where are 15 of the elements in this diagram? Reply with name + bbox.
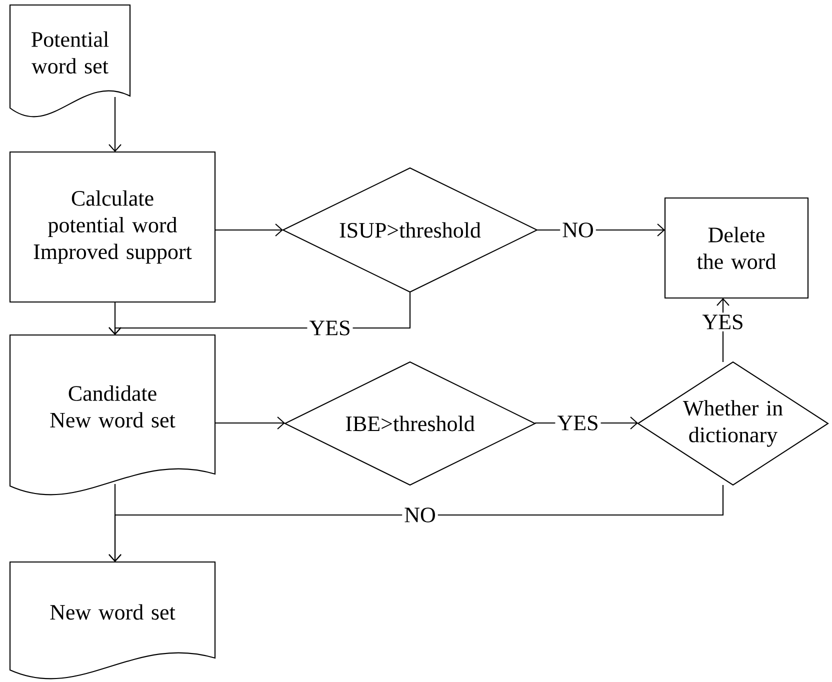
edge-label: YES (700, 312, 746, 332)
arrow (108, 302, 122, 335)
arrow (215, 224, 283, 236)
arrow (215, 416, 285, 430)
edge-label: NO (560, 220, 596, 240)
edge-label: YES (307, 318, 353, 338)
document-box: Candidate New word set (9, 334, 216, 496)
document-box: Potential word set (9, 4, 131, 118)
process-box: Calculate potential word Improved support (9, 151, 216, 303)
arrow (108, 484, 122, 562)
edge-label: NO (402, 506, 438, 524)
document-box: New word set (9, 561, 216, 680)
edge-label: YES (555, 414, 601, 432)
arrow (108, 97, 122, 152)
process-box: Delete the word (664, 197, 809, 299)
